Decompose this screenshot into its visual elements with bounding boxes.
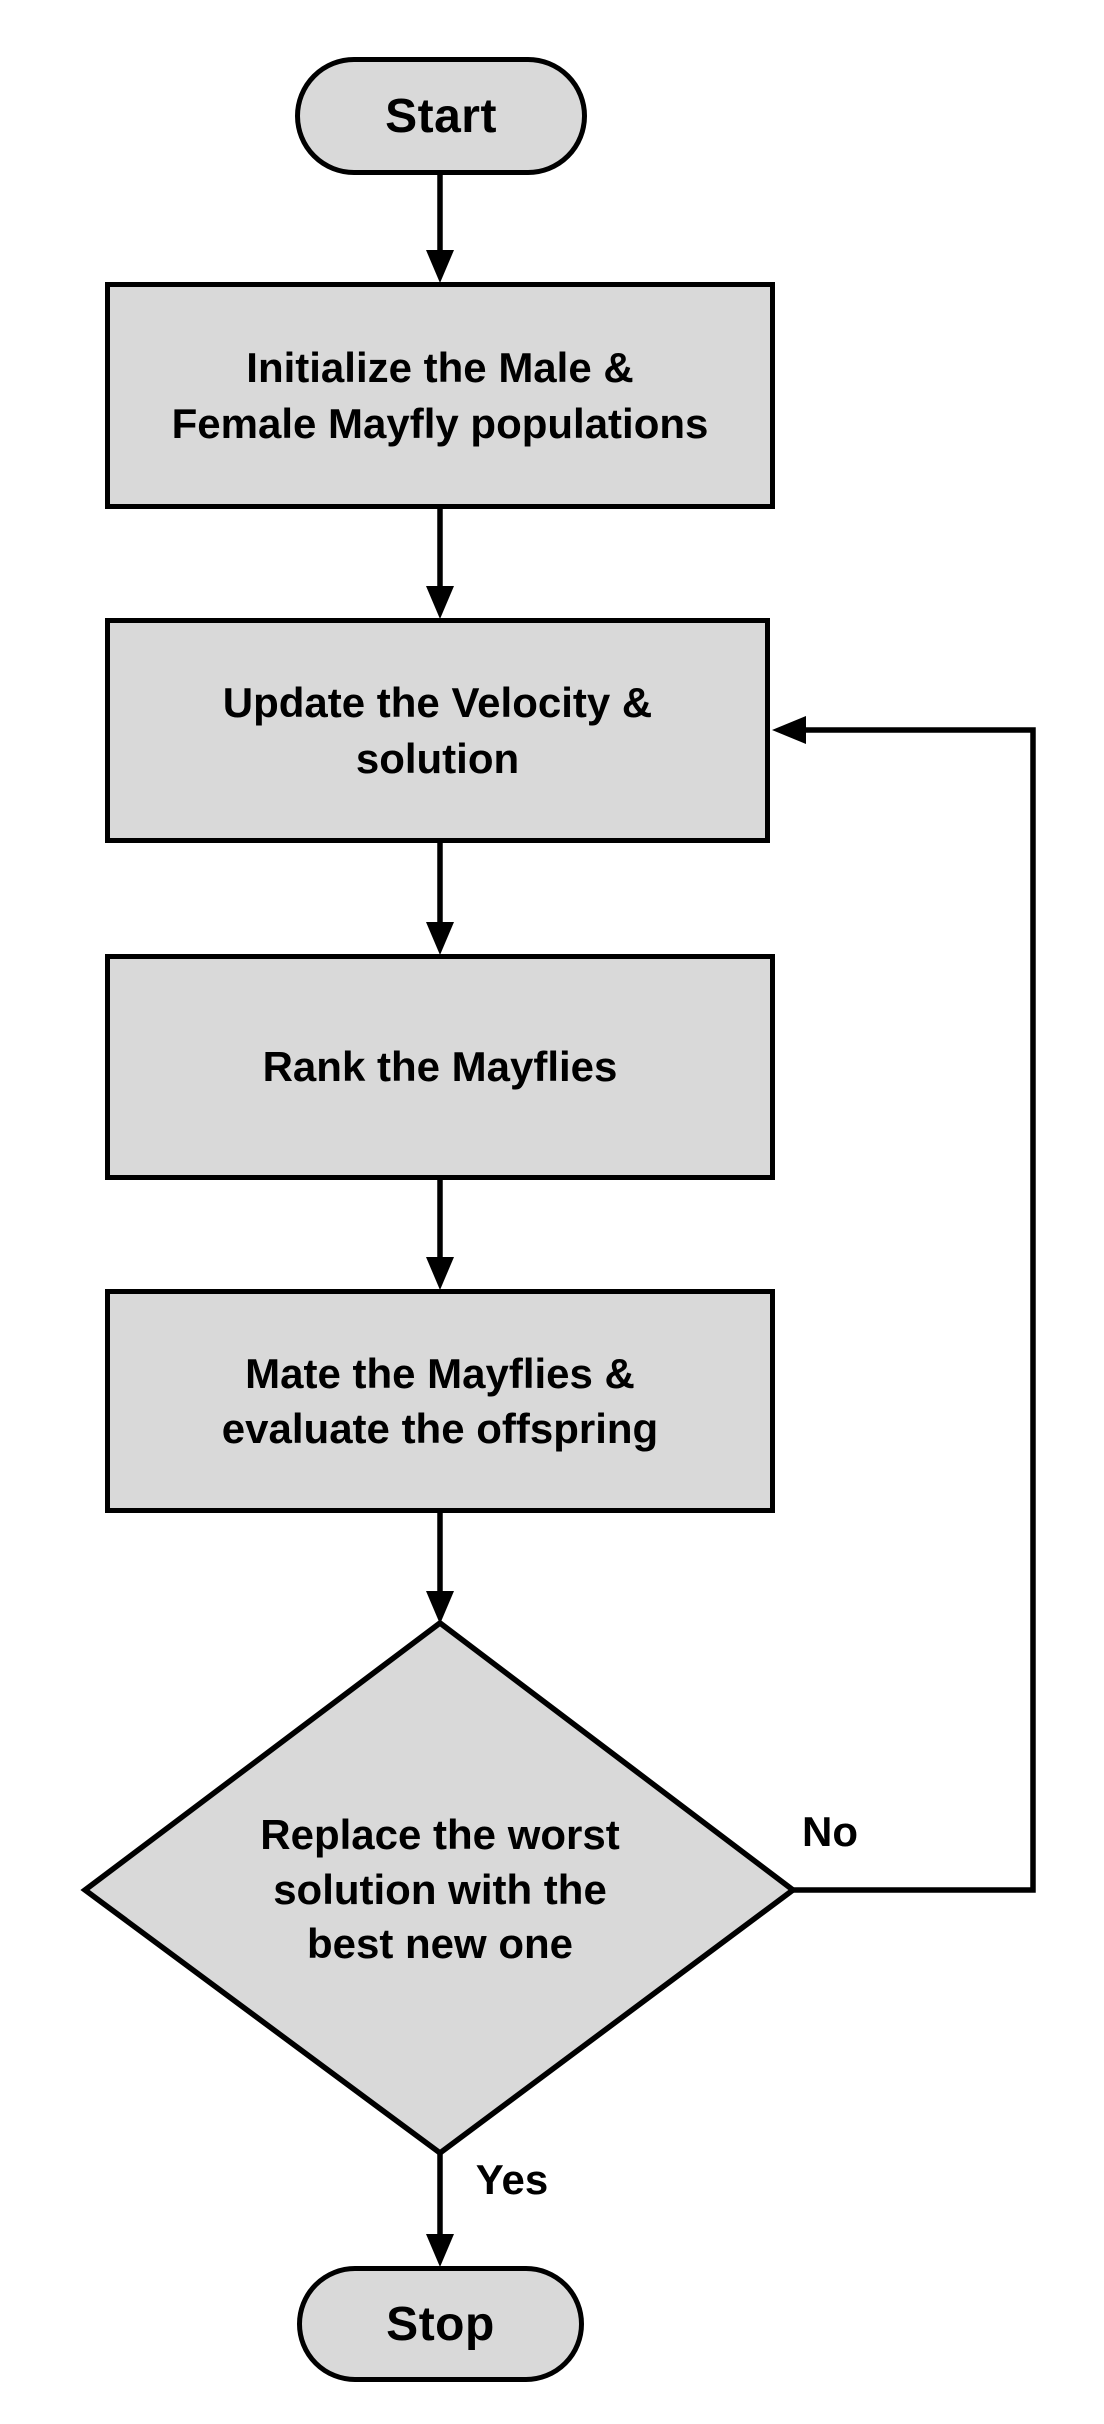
- mate-node: Mate the Mayflies & evaluate the offspri…: [105, 1289, 775, 1513]
- rank-label: Rank the Mayflies: [262, 1043, 618, 1091]
- update-label-line2: solution: [355, 734, 520, 782]
- edge-no-loop: [793, 727, 1036, 1893]
- arrowhead-initialize: [426, 250, 454, 283]
- update-label-line1: Update the Velocity &: [222, 679, 653, 727]
- stop-label: Stop: [386, 2297, 495, 2351]
- yes-branch-label: Yes: [475, 2156, 549, 2203]
- initialize-node: Initialize the Male & Female Mayfly popu…: [105, 282, 775, 509]
- arrowhead-update: [426, 586, 454, 619]
- decision-label-line1: Replace the worst: [260, 1811, 620, 1859]
- arrowhead-stop: [426, 2234, 454, 2267]
- decision-label-line3: best new one: [306, 1920, 574, 1968]
- arrowhead-decision: [426, 1591, 454, 1624]
- decision-label: Replace the worst solution with the best…: [160, 1806, 720, 1974]
- arrowhead-mate: [426, 1257, 454, 1290]
- decision-label-line2: solution with the: [273, 1865, 607, 1913]
- initialize-label-line1: Initialize the Male &: [246, 344, 634, 392]
- start-label: Start: [385, 89, 497, 143]
- mate-label-line2: evaluate the offspring: [221, 1405, 659, 1452]
- arrowhead-no-loop: [772, 716, 806, 744]
- mate-label-line1: Mate the Mayflies &: [245, 1349, 635, 1397]
- decision-diamond: [80, 1619, 798, 2157]
- initialize-label-line2: Female Mayfly populations: [171, 399, 709, 447]
- update-node: Update the Velocity & solution: [105, 618, 770, 843]
- stop-node: Stop: [297, 2266, 584, 2382]
- arrowhead-rank: [426, 922, 454, 955]
- rank-node: Rank the Mayflies: [105, 954, 775, 1180]
- start-node: Start: [295, 57, 587, 175]
- no-branch-label: No: [802, 1808, 858, 1855]
